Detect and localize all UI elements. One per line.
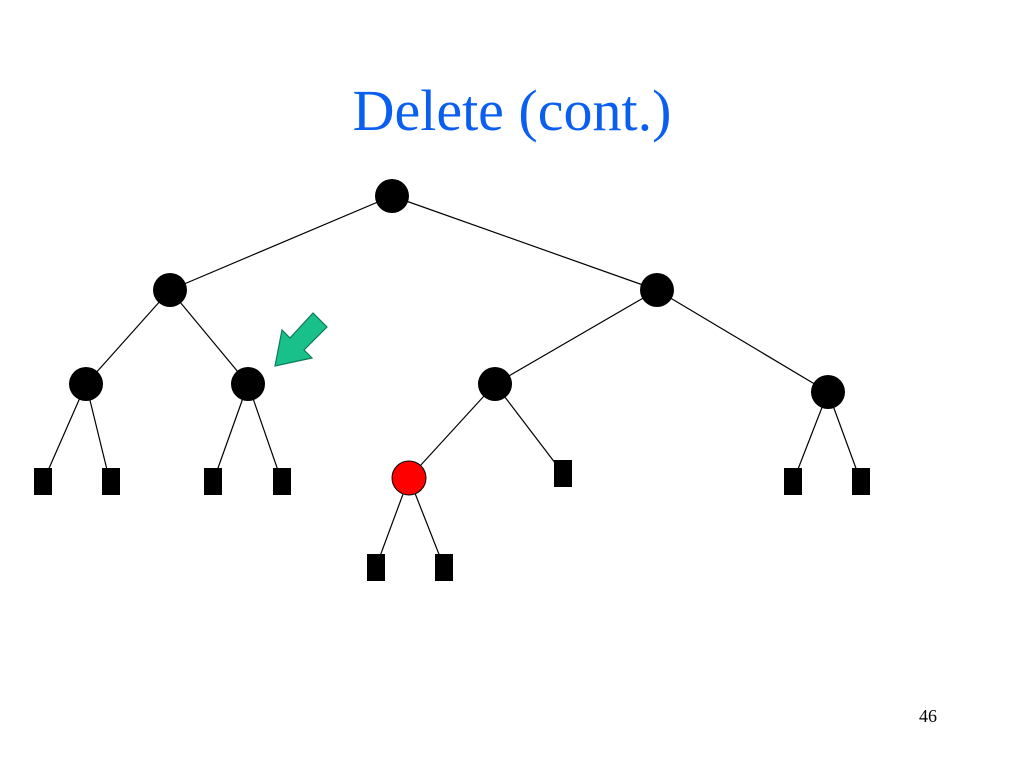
edge xyxy=(247,383,283,483)
edge xyxy=(494,383,563,473)
leaf-node xyxy=(852,468,870,495)
edge xyxy=(408,383,496,479)
leaf-node xyxy=(784,468,802,495)
edge xyxy=(169,289,249,385)
tree-node xyxy=(478,367,512,401)
tree-node xyxy=(811,375,845,409)
tree-edges xyxy=(42,195,862,568)
leaf-node xyxy=(204,468,222,495)
tree-node xyxy=(153,273,187,307)
edge xyxy=(85,289,171,385)
internal-nodes xyxy=(69,179,845,496)
leaf-node xyxy=(102,468,120,495)
edge xyxy=(169,195,393,291)
leaf-node xyxy=(435,554,453,581)
pointer-arrow-icon xyxy=(274,312,328,367)
leaf-node xyxy=(273,468,291,495)
tree-node-target xyxy=(231,367,265,401)
tree-node-root xyxy=(375,179,409,213)
leaf-node xyxy=(34,468,52,495)
page-number: 46 xyxy=(919,706,937,726)
tree-node xyxy=(640,273,674,307)
leaf-node xyxy=(554,460,572,487)
edge xyxy=(42,383,87,483)
external-nodes xyxy=(34,460,870,581)
slide-title: Delete (cont.) xyxy=(352,78,672,143)
leaf-node xyxy=(367,554,385,581)
edge xyxy=(212,383,249,483)
tree-node xyxy=(69,367,103,401)
edge xyxy=(656,289,829,393)
tree-node-red xyxy=(391,460,427,496)
edge xyxy=(391,195,658,291)
edge xyxy=(494,289,658,385)
